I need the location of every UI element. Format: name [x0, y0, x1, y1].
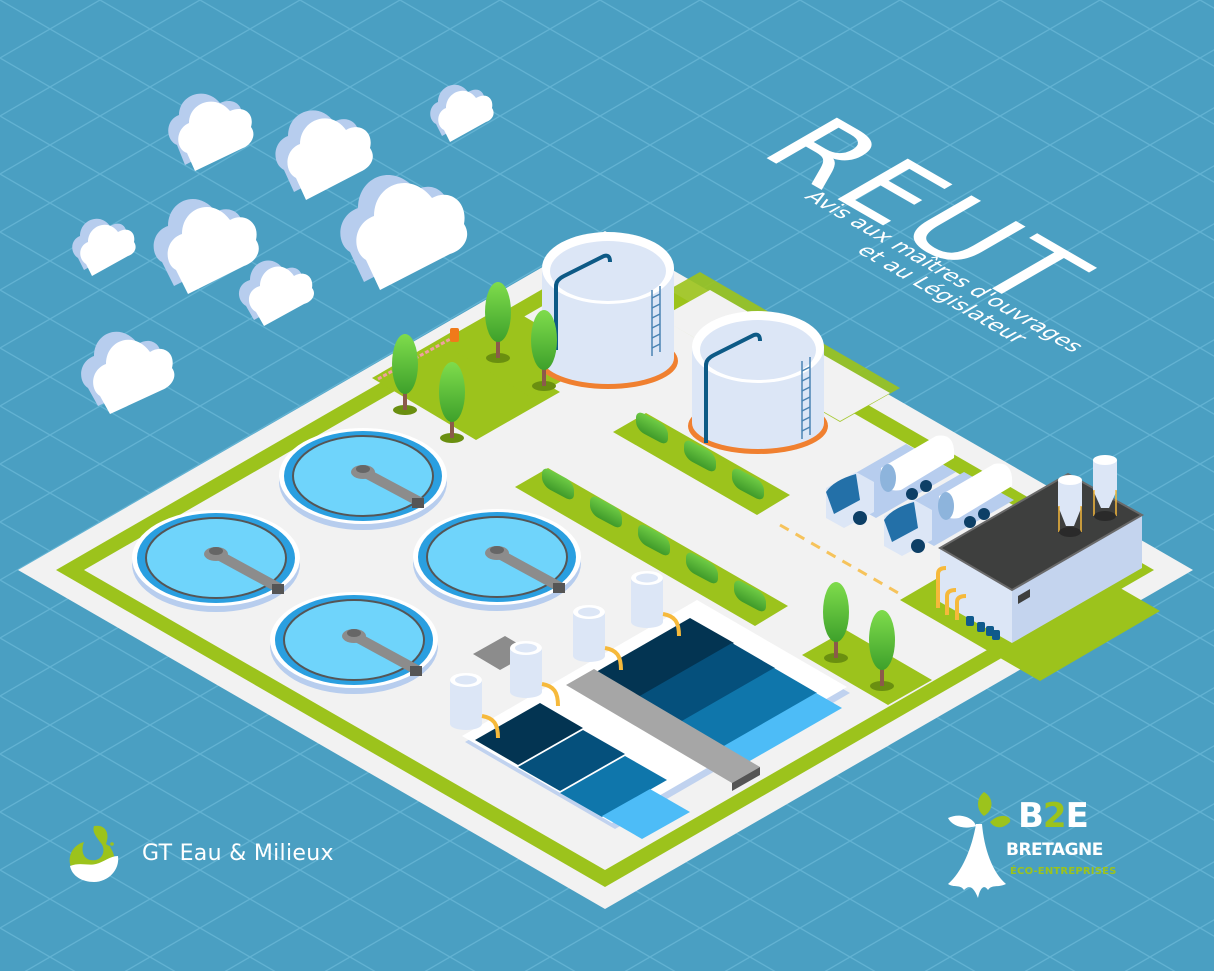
tanker-truck — [884, 463, 1014, 556]
tanker-truck — [826, 435, 956, 528]
tanker-trucks — [826, 435, 1014, 556]
storage-tanks — [538, 232, 828, 454]
clarifier — [413, 509, 581, 611]
storage-tank — [538, 232, 678, 389]
trees — [392, 282, 895, 691]
clarifier — [270, 592, 438, 694]
dosing-cylinders — [450, 571, 681, 739]
cloud — [238, 260, 315, 326]
clarifier — [279, 428, 447, 530]
clarifier — [132, 510, 300, 612]
processing-building — [936, 455, 1145, 643]
cloud — [340, 174, 468, 290]
clouds — [72, 84, 494, 414]
b2e-letter-b: B — [1018, 796, 1044, 836]
water-splash-icon — [69, 825, 119, 882]
b2e-tagline: ÉCO-ENTREPRISES — [1010, 866, 1117, 877]
clarifier-tanks — [132, 428, 581, 694]
cloud — [81, 331, 175, 414]
b2e-digit-2: 2 — [1042, 796, 1067, 836]
cloud — [153, 199, 259, 294]
b2e-region: BRETAGNE — [1006, 840, 1103, 860]
hermine-tree-icon — [948, 792, 1011, 898]
gt-eau-milieux-logo: GT Eau & Milieux — [66, 822, 334, 884]
road-marking — [779, 523, 901, 596]
filtration-basins — [462, 600, 850, 839]
cloud — [275, 110, 373, 200]
plant-platform — [18, 231, 1193, 909]
cloud — [430, 84, 494, 142]
hedges — [542, 412, 766, 612]
b2e-letter-e: E — [1065, 796, 1089, 836]
cloud — [168, 93, 254, 171]
b2e-bretagne-logo: B2E BRETAGNE ÉCO-ENTREPRISES — [940, 788, 1140, 908]
gt-logo-label: GT Eau & Milieux — [142, 840, 334, 866]
cloud — [72, 218, 136, 276]
storage-tank — [688, 311, 828, 454]
b2e-name: B2E — [1018, 796, 1089, 836]
